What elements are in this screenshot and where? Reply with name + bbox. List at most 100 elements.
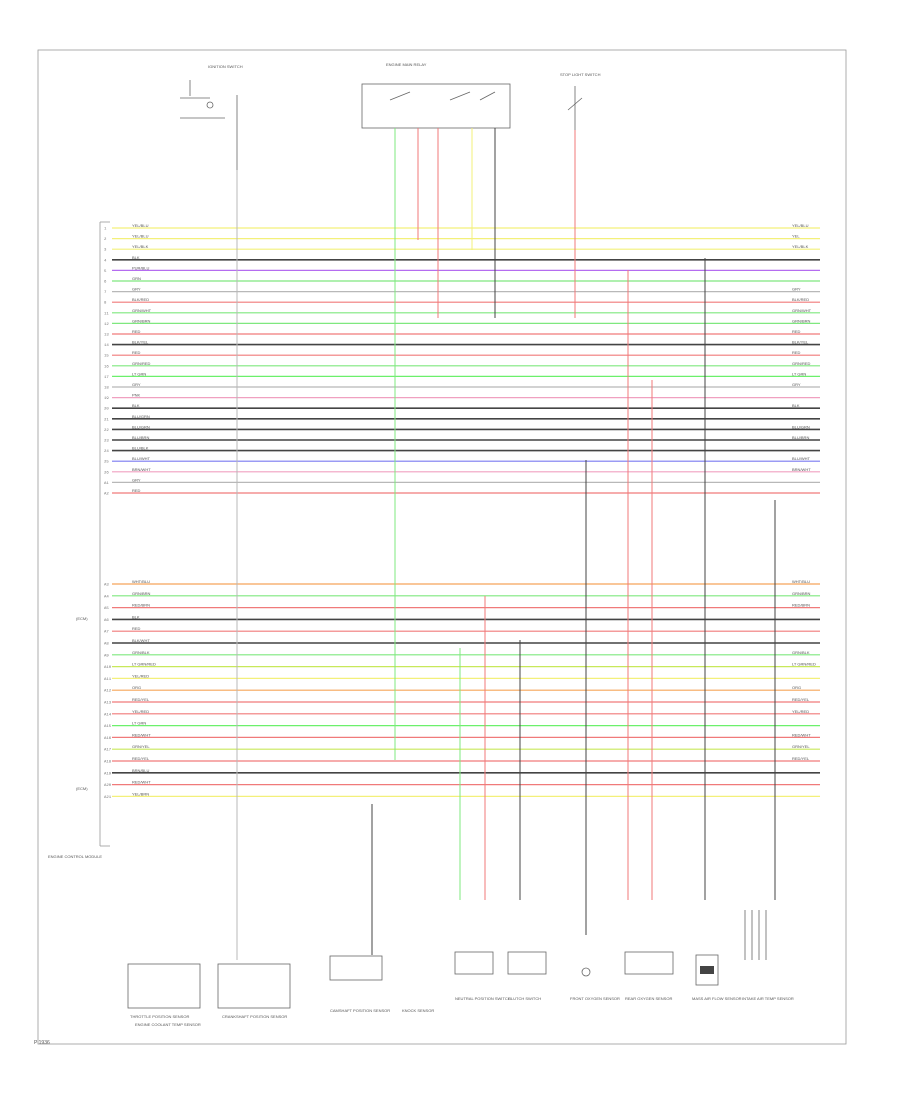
wire-label-left: GRN/BLK bbox=[132, 650, 150, 655]
component-label: REAR OXYGEN SENSOR bbox=[625, 996, 672, 1001]
wire-label-left: RED/YEL bbox=[132, 756, 150, 761]
wire-label-left: GRN/BRN bbox=[132, 591, 151, 596]
wire-label-left: WHT/BLU bbox=[132, 579, 150, 584]
component-label: KNOCK SENSOR bbox=[402, 1008, 434, 1013]
ignition-switch-top bbox=[180, 80, 238, 170]
wire-pin: 18 bbox=[104, 387, 109, 391]
wire-label-left: RED bbox=[132, 329, 141, 334]
wire-label-left: BLK/RED bbox=[132, 297, 149, 302]
component-label: ENGINE COOLANT TEMP SENSOR bbox=[135, 1022, 201, 1027]
component-label: CAMSHAFT POSITION SENSOR bbox=[330, 1008, 390, 1013]
wire-label-right: GRN/WHT bbox=[792, 308, 812, 313]
wire-pin: 15 bbox=[104, 355, 109, 359]
wire-label-right: GRN/BLK bbox=[792, 650, 810, 655]
wire-label-left: ORG bbox=[132, 685, 141, 690]
wire-label-left: BLU/WHT bbox=[132, 456, 151, 461]
wire-label-right: RED/BRN bbox=[792, 603, 810, 608]
component-label: INTAKE AIR TEMP SENSOR bbox=[742, 996, 794, 1001]
wire-pin: 1 bbox=[104, 228, 107, 232]
wire-label-right: LT GRN bbox=[792, 371, 806, 376]
wire-pin: A4 bbox=[104, 595, 109, 599]
wire-pin: A3 bbox=[104, 584, 109, 588]
wire-label-right: ORG bbox=[792, 685, 801, 690]
wire-label-left: BLU/GRN bbox=[132, 414, 150, 419]
wire-pin: A11 bbox=[104, 678, 112, 682]
wire-label-left: BLK bbox=[132, 255, 140, 260]
wire-label-left: PUR/BLU bbox=[132, 265, 149, 270]
wire-pin: 16 bbox=[104, 365, 109, 369]
wire-label-right: BLU/BRN bbox=[792, 435, 809, 440]
wire-pin: 11 bbox=[104, 312, 109, 316]
wire-pin: A5 bbox=[104, 607, 109, 611]
wire-pin: 3 bbox=[104, 249, 107, 253]
wire-label-right: LT GRN/RED bbox=[792, 662, 816, 667]
component-label: ENGINE MAIN RELAY bbox=[386, 62, 427, 67]
wire-label-right: YEL/BLU bbox=[792, 223, 809, 228]
wire-label-left: YEL/BLU bbox=[132, 234, 149, 239]
wire-pin: 26 bbox=[104, 471, 109, 475]
wire-label-left: BLU/BRN bbox=[132, 435, 149, 440]
wire-label-right: GRN/BRN bbox=[792, 318, 811, 323]
wire-pin: A9 bbox=[104, 654, 109, 658]
wire-label-left: YEL/RED bbox=[132, 709, 149, 714]
wire-pin: 2 bbox=[104, 238, 107, 242]
wire-label-right: YEL bbox=[792, 234, 800, 239]
wire-pin: 24 bbox=[104, 450, 109, 454]
figure-id: P 1936 bbox=[34, 1040, 50, 1046]
wire-label-left: BRN/WHT bbox=[132, 467, 151, 472]
component-label: CLUTCH SWITCH bbox=[508, 996, 541, 1001]
bottom-components bbox=[127, 910, 767, 1009]
wire-pin: A6 bbox=[104, 619, 109, 623]
wire-pin: A12 bbox=[104, 690, 112, 694]
wire-label-left: YEL/BLK bbox=[132, 244, 149, 249]
wire-pin: 21 bbox=[104, 418, 109, 422]
wire-label-left: GRY bbox=[132, 287, 141, 292]
wire-pin: 4 bbox=[104, 259, 107, 263]
wire-pin: A1 bbox=[104, 482, 109, 486]
wire-pin: A14 bbox=[104, 713, 112, 717]
wire-pin: 23 bbox=[104, 440, 109, 444]
wire-label-left: RED/WHT bbox=[132, 732, 151, 737]
wire-pin: 17 bbox=[104, 376, 109, 380]
wire-label-left: BLK bbox=[132, 614, 140, 619]
wire-label-right: YEL/RED bbox=[792, 709, 809, 714]
wire-label-left: BLK/YEL bbox=[132, 340, 149, 345]
wire-pin: A2 bbox=[104, 493, 109, 497]
wire-label-left: RED bbox=[132, 488, 141, 493]
wire-pin: A19 bbox=[104, 772, 112, 776]
wire-pin: A17 bbox=[104, 749, 112, 753]
wire-label-right: GRN/BRN bbox=[792, 591, 811, 596]
wire-label-left: GRY bbox=[132, 477, 141, 482]
wire-pin: 22 bbox=[104, 429, 109, 433]
wire-pin: 13 bbox=[104, 334, 109, 338]
wire-pin: 19 bbox=[104, 397, 109, 401]
wire-pin: 14 bbox=[104, 344, 109, 348]
wire-label-left: GRY bbox=[132, 382, 141, 387]
wire-pin: A10 bbox=[104, 666, 112, 670]
wire-label-left: YEL/RED bbox=[132, 673, 149, 678]
wire-pin: A16 bbox=[104, 737, 112, 741]
component-label: FRONT OXYGEN SENSOR bbox=[570, 996, 620, 1001]
wire-label-right: BLK/RED bbox=[792, 297, 809, 302]
wire-label-right: GRN/YEL bbox=[792, 744, 810, 749]
wire-pin: A13 bbox=[104, 702, 112, 706]
wire-label-left: RED/BRN bbox=[132, 603, 150, 608]
wire-label-right: BLU/GRN bbox=[792, 424, 810, 429]
wire-pin: 5 bbox=[104, 270, 107, 274]
wire-label-left: BLU/BLK bbox=[132, 446, 149, 451]
wire-label-left: RED/WHT bbox=[132, 780, 151, 785]
wire-label-left: YEL/BLU bbox=[132, 223, 149, 228]
wire-label-left: GRN/WHT bbox=[132, 308, 152, 313]
wire-pin: A18 bbox=[104, 761, 112, 765]
wire-label-right: RED/YEL bbox=[792, 697, 810, 702]
wire-pin: A20 bbox=[104, 784, 112, 788]
wire-label-left: BRN/BLU bbox=[132, 768, 149, 773]
wire-pin: A21 bbox=[104, 796, 112, 800]
wire-label-right: WHT/BLU bbox=[792, 579, 810, 584]
wire-label-right: RED/WHT bbox=[792, 732, 811, 737]
wire-label-left: PNK bbox=[132, 393, 141, 398]
ecm-harness-bottom-label: (ECM) bbox=[76, 786, 88, 791]
